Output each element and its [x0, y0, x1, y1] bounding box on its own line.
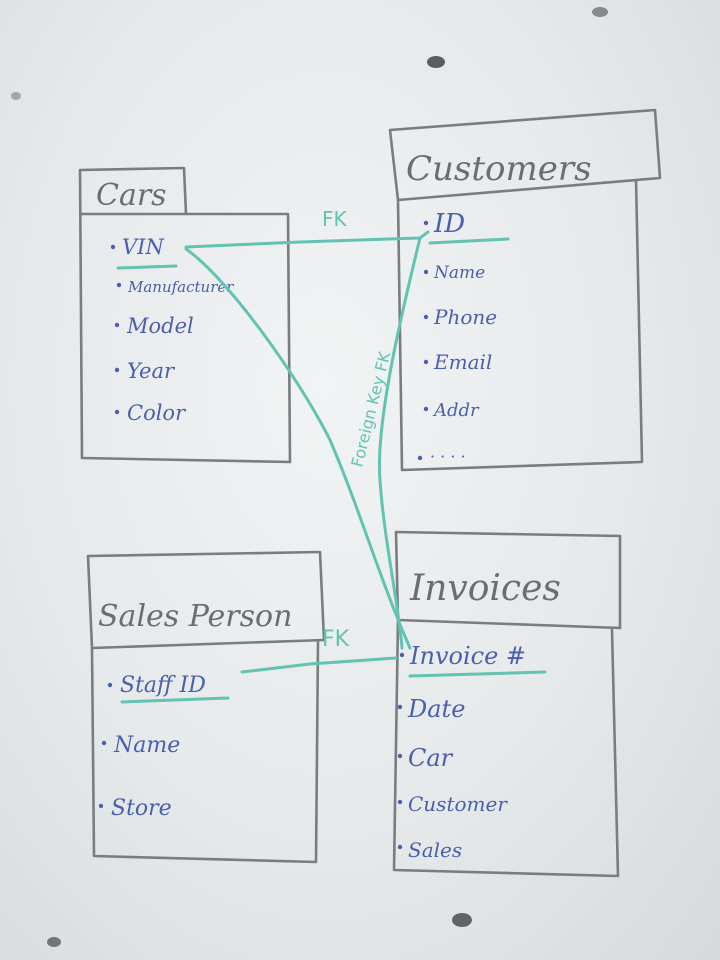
invoices-table: Invoices Invoice # Date Car Customer Sal… — [392, 530, 622, 878]
cars-field-year: Year — [114, 359, 176, 383]
svg-text:Color: Color — [127, 401, 187, 425]
customers-field-more: · · · · — [417, 447, 466, 466]
cars-field-vin: VIN — [110, 235, 164, 259]
fk-label-staff-invoice: FK — [322, 627, 350, 652]
svg-text:Addr: Addr — [432, 400, 480, 421]
customers-field-name: Name — [423, 263, 485, 283]
svg-text:Sales: Sales — [408, 838, 462, 862]
svg-text:Invoice #: Invoice # — [409, 642, 526, 670]
salesperson-title: Sales Person — [98, 599, 292, 634]
salesperson-staff-id-pk-underline — [120, 696, 230, 704]
svg-text:Store: Store — [111, 796, 172, 821]
salesperson-field-store: Store — [98, 796, 172, 821]
svg-text:Manufacturer: Manufacturer — [127, 278, 234, 296]
salesperson-table: Sales Person Staff ID Name Store — [86, 550, 326, 864]
cars-field-manufacturer: Manufacturer — [116, 278, 234, 296]
svg-text:Car: Car — [408, 744, 454, 772]
relation-line-customer-invoice — [377, 236, 422, 650]
relation-line-vin-customer — [184, 230, 430, 249]
relation-lines — [184, 230, 430, 674]
svg-text:Email: Email — [433, 350, 492, 374]
salesperson-field-name: Name — [101, 733, 180, 758]
svg-text:Name: Name — [433, 263, 485, 283]
svg-text:ID: ID — [433, 209, 465, 239]
fk-label-vin-customer: FK — [322, 207, 348, 231]
cars-title-box — [78, 166, 292, 464]
cars-title: Cars — [96, 178, 167, 213]
customers-id-pk-underline — [428, 237, 510, 245]
invoices-field-date: Date — [397, 695, 465, 723]
relation-line-staff-invoice — [240, 656, 398, 674]
customers-title-box — [388, 108, 662, 472]
cars-vin-pk-underline — [116, 264, 178, 270]
customers-field-email: Email — [423, 350, 492, 374]
invoices-field-invoice-number: Invoice # — [399, 642, 526, 670]
svg-text:Customer: Customer — [408, 792, 508, 816]
cars-field-color: Color — [114, 401, 187, 425]
svg-text:Name: Name — [113, 733, 180, 758]
svg-text:Year: Year — [127, 359, 176, 383]
svg-text:Phone: Phone — [433, 305, 497, 329]
svg-text:Staff ID: Staff ID — [120, 673, 206, 698]
cars-table: Cars VIN Manufacturer Model Year Color — [78, 166, 292, 464]
salesperson-title-box — [86, 550, 326, 864]
customers-title: Customers — [406, 149, 592, 189]
customers-field-id: ID — [423, 209, 465, 239]
invoices-field-sales: Sales — [397, 838, 462, 862]
svg-text:Date: Date — [407, 695, 465, 723]
salesperson-field-staff-id: Staff ID — [107, 673, 206, 698]
customers-field-phone: Phone — [423, 305, 497, 329]
cars-field-model: Model — [114, 314, 194, 338]
svg-text:· · · ·: · · · · — [430, 447, 466, 466]
invoices-title-box — [392, 530, 622, 878]
invoices-field-car: Car — [397, 744, 454, 772]
fk-label-customer-invoice: Foreign Key FK — [347, 349, 394, 469]
svg-text:Model: Model — [126, 314, 194, 338]
invoices-number-pk-underline — [408, 670, 547, 678]
relation-line-vin-invoice — [184, 247, 412, 650]
customers-table: Customers ID Name Phone Email Addr · · ·… — [388, 108, 662, 472]
invoices-title: Invoices — [409, 568, 561, 609]
invoices-field-customer: Customer — [397, 792, 508, 816]
board-smudges — [11, 7, 608, 947]
svg-text:VIN: VIN — [122, 235, 164, 259]
customers-field-addr: Addr — [423, 400, 480, 421]
